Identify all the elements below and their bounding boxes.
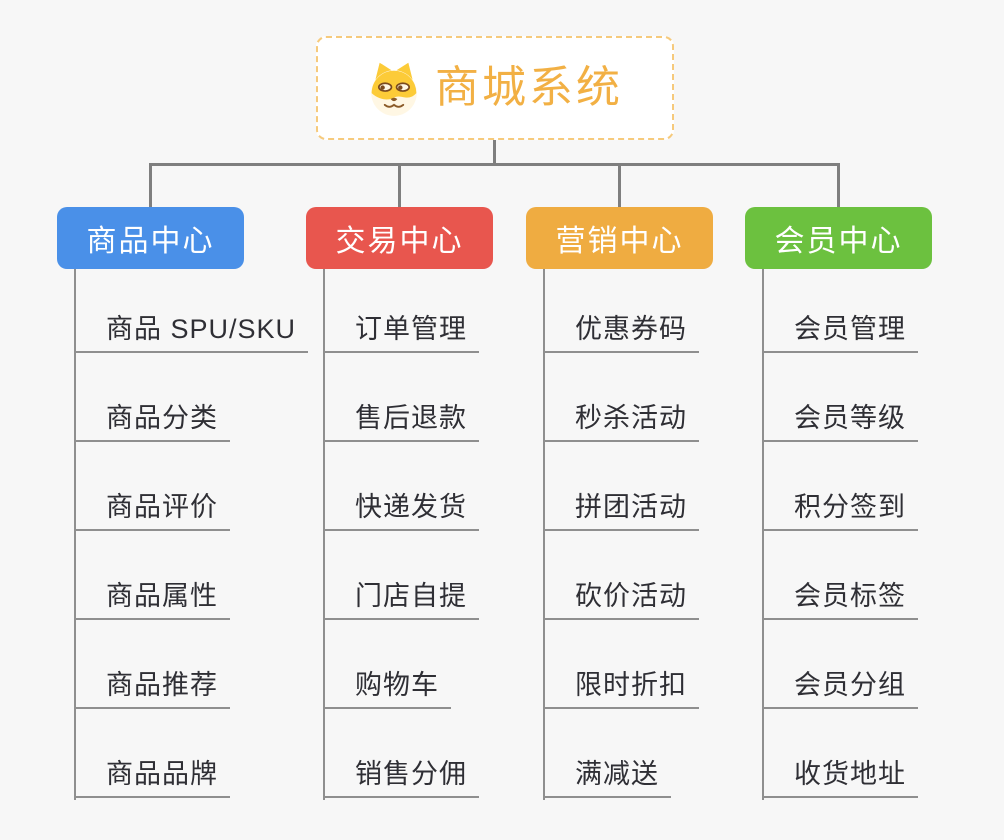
branch-node-marketing-center[interactable]: 营销中心 (526, 207, 713, 269)
connector-drop-3 (618, 163, 621, 207)
leaf-node[interactable]: 购物车 (323, 620, 451, 709)
leaf-node-label: 商品品牌 (74, 752, 230, 798)
leaf-node[interactable]: 会员等级 (762, 353, 918, 442)
branch-node-label: 会员中心 (774, 225, 903, 258)
leaf-node[interactable]: 积分签到 (762, 442, 918, 531)
leaf-node[interactable]: 拼团活动 (543, 442, 699, 531)
connector-root-drop (493, 140, 496, 166)
leaf-node[interactable]: 订单管理 (323, 269, 479, 353)
leaf-node-label: 快递发货 (323, 485, 479, 531)
leaf-column-trade-center: 订单管理售后退款快递发货门店自提购物车销售分佣 (323, 269, 479, 798)
connector-bus (149, 163, 840, 166)
connector-trunk-member-center (762, 269, 764, 800)
leaf-node-label: 收货地址 (762, 752, 918, 798)
leaf-node-label: 会员等级 (762, 396, 918, 442)
leaf-node[interactable]: 会员管理 (762, 269, 918, 353)
leaf-node-label: 优惠券码 (543, 307, 699, 353)
branch-node-label: 交易中心 (335, 225, 464, 258)
branch-node-trade-center[interactable]: 交易中心 (306, 207, 493, 269)
leaf-node[interactable]: 销售分佣 (323, 709, 479, 798)
leaf-node-label: 砍价活动 (543, 574, 699, 620)
leaf-node-label: 满减送 (543, 752, 671, 798)
root-node[interactable]: 商城系统 (316, 36, 674, 140)
leaf-node[interactable]: 商品 SPU/SKU (74, 269, 309, 353)
leaf-node-label: 购物车 (323, 663, 451, 709)
connector-trunk-trade-center (323, 269, 325, 800)
branch-node-label: 营销中心 (555, 225, 684, 258)
leaf-node-label: 限时折扣 (543, 663, 699, 709)
dog-face-icon (371, 62, 417, 116)
leaf-node[interactable]: 商品属性 (74, 531, 230, 620)
branch-node-member-center[interactable]: 会员中心 (745, 207, 932, 269)
leaf-node-label: 订单管理 (323, 307, 479, 353)
leaf-node[interactable]: 满减送 (543, 709, 671, 798)
leaf-node-label: 拼团活动 (543, 485, 699, 531)
leaf-node[interactable]: 限时折扣 (543, 620, 699, 709)
leaf-node-label: 售后退款 (323, 396, 479, 442)
leaf-node[interactable]: 优惠券码 (543, 269, 699, 353)
leaf-node-label: 商品推荐 (74, 663, 230, 709)
leaf-node-label: 秒杀活动 (543, 396, 699, 442)
leaf-column-product-center: 商品 SPU/SKU 商品分类商品评价商品属性商品推荐商品品牌 (74, 269, 309, 798)
leaf-node-label: 销售分佣 (323, 752, 479, 798)
leaf-node[interactable]: 会员标签 (762, 531, 918, 620)
leaf-node[interactable]: 快递发货 (323, 442, 479, 531)
leaf-node[interactable]: 会员分组 (762, 620, 918, 709)
connector-drop-1 (149, 163, 152, 207)
leaf-node[interactable]: 商品评价 (74, 442, 230, 531)
leaf-column-marketing-center: 优惠券码秒杀活动拼团活动砍价活动限时折扣满减送 (543, 269, 699, 798)
branch-node-product-center[interactable]: 商品中心 (57, 207, 244, 269)
leaf-column-member-center: 会员管理会员等级积分签到会员标签会员分组收货地址 (762, 269, 918, 798)
connector-trunk-marketing-center (543, 269, 545, 800)
leaf-node-label: 商品分类 (74, 396, 230, 442)
leaf-node[interactable]: 商品品牌 (74, 709, 230, 798)
leaf-node-label: 积分签到 (762, 485, 918, 531)
connector-drop-2 (398, 163, 401, 207)
branch-node-label: 商品中心 (86, 225, 215, 258)
leaf-node[interactable]: 门店自提 (323, 531, 479, 620)
root-node-title: 商城系统 (435, 63, 623, 112)
connector-trunk-product-center (74, 269, 76, 800)
leaf-node-label: 会员管理 (762, 307, 918, 353)
leaf-node-label: 门店自提 (323, 574, 479, 620)
leaf-node-label: 商品评价 (74, 485, 230, 531)
leaf-node[interactable]: 售后退款 (323, 353, 479, 442)
leaf-node[interactable]: 砍价活动 (543, 531, 699, 620)
leaf-node-label: 商品属性 (74, 574, 230, 620)
leaf-node[interactable]: 秒杀活动 (543, 353, 699, 442)
leaf-node-label: 会员分组 (762, 663, 918, 709)
leaf-node-label: 会员标签 (762, 574, 918, 620)
leaf-node-label: 商品 SPU/SKU (74, 307, 309, 353)
connector-drop-4 (837, 163, 840, 207)
leaf-node[interactable]: 商品推荐 (74, 620, 230, 709)
leaf-node[interactable]: 收货地址 (762, 709, 918, 798)
leaf-node[interactable]: 商品分类 (74, 353, 230, 442)
